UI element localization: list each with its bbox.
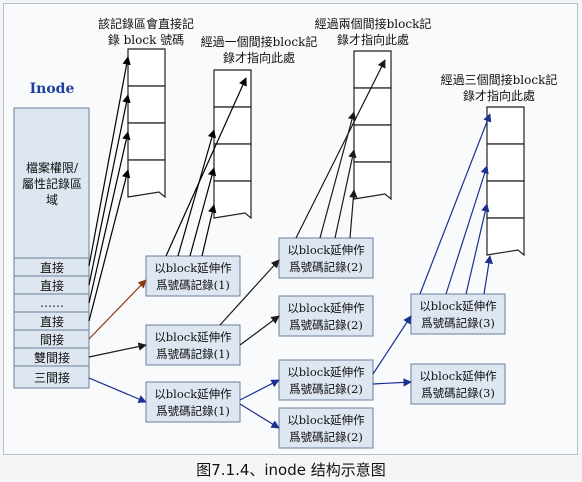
svg-text:以block延伸作: 以block延伸作 (287, 301, 365, 315)
direct-label-line2: 錄 block 號碼 (108, 32, 184, 47)
svg-text:以block延伸作: 以block延伸作 (287, 243, 365, 257)
inode-slot-label-6: 雙間接 (34, 350, 70, 365)
triple-indirect-arrows (88, 113, 493, 429)
record-box-triple-lvl2-a: 以block延伸作 爲號碼記錄(2) (278, 359, 374, 401)
figure-caption: 图7.1.4、inode 结构示意图 (196, 461, 386, 479)
svg-text:爲號碼記錄(1): 爲號碼記錄(1) (156, 278, 230, 292)
single-indirect-label-line2: 錄才指向此處 (223, 50, 295, 65)
record-box-triple-lvl2-b: 以block延伸作 爲號碼記錄(2) (278, 407, 374, 449)
svg-text:以block延伸作: 以block延伸作 (154, 261, 232, 275)
inode-slot-triple-indirect (13, 365, 90, 389)
inode-slots: 直接 直接 …… 直接 間接 雙間接 三間接 (13, 257, 90, 389)
direct-arrows (88, 56, 131, 322)
svg-text:爲號碼記錄(2): 爲號碼記錄(2) (289, 260, 363, 274)
svg-text:爲號碼記錄(2): 爲號碼記錄(2) (289, 430, 363, 444)
inode-slot-label-7: 三間接 (34, 370, 70, 385)
direct-block-stack (127, 48, 166, 199)
record-box-triple-lvl3-a: 以block延伸作 爲號碼記錄(3) (410, 293, 506, 335)
direct-label-line1: 該記錄區會直接記 (98, 16, 194, 31)
record-box-triple-lvl1: 以block延伸作 爲號碼記錄(1) (145, 381, 241, 423)
inode-attribute-area (13, 107, 90, 259)
svg-text:以block延伸作: 以block延伸作 (419, 299, 497, 313)
single-indirect-block-stack (213, 69, 252, 220)
double-indirect-label-line1: 經過兩個間接block記 (315, 16, 432, 31)
triple-indirect-block-stack (486, 106, 525, 257)
double-indirect-label-line2: 錄才指向此處 (337, 32, 409, 47)
svg-text:爲號碼記錄(3): 爲號碼記錄(3) (421, 316, 495, 330)
svg-text:以block延伸作: 以block延伸作 (287, 365, 365, 379)
inode-slot-label-2: 直接 (40, 278, 64, 293)
svg-text:爲號碼記錄(2): 爲號碼記錄(2) (289, 382, 363, 396)
svg-text:爲號碼記錄(2): 爲號碼記錄(2) (289, 318, 363, 332)
record-box-triple-lvl3-b: 以block延伸作 爲號碼記錄(3) (410, 363, 506, 405)
single-indirect-arrows (88, 279, 147, 340)
svg-text:以block延伸作: 以block延伸作 (154, 330, 232, 344)
inode-attr-line1: 檔案權限/ (26, 160, 79, 175)
record-box-double-lvl2-a: 以block延伸作 爲號碼記錄(2) (278, 237, 374, 279)
double-indirect-arrows (88, 59, 386, 358)
triple-indirect-label-line2: 錄才指向此處 (463, 88, 535, 103)
double-indirect-block-stack (353, 50, 392, 201)
inode-slot-label-3: …… (40, 296, 64, 310)
inode-slot-label-1: 直接 (40, 260, 64, 275)
inode-slot-label-5: 間接 (40, 332, 64, 347)
inode-title: Inode (30, 81, 75, 97)
single-indirect-label-line1: 經過一個間接block記 (201, 34, 318, 49)
inode-attr-line3: 域 (46, 193, 58, 207)
svg-text:以block延伸作: 以block延伸作 (287, 413, 365, 427)
svg-text:以block延伸作: 以block延伸作 (154, 387, 232, 401)
inode-diagram: Inode 檔案權限/ 屬性記錄區 域 直接 直接 …… 直接 間接 雙間接 三… (13, 16, 558, 449)
record-box-double-lvl1: 以block延伸作 爲號碼記錄(1) (145, 324, 241, 366)
svg-text:爲號碼記錄(3): 爲號碼記錄(3) (421, 386, 495, 400)
record-box-single-lvl1: 以block延伸作 爲號碼記錄(1) (145, 255, 241, 297)
single-indirect-to-blocks (165, 77, 247, 257)
record-box-double-lvl2-b: 以block延伸作 爲號碼記錄(2) (278, 295, 374, 337)
inode-slot-label-4: 直接 (40, 314, 64, 329)
svg-text:爲號碼記錄(1): 爲號碼記錄(1) (156, 347, 230, 361)
svg-text:以block延伸作: 以block延伸作 (419, 369, 497, 383)
svg-text:爲號碼記錄(1): 爲號碼記錄(1) (156, 404, 230, 418)
inode-attr-line2: 屬性記錄區 (22, 176, 82, 191)
triple-indirect-label-line1: 經過三個間接block記 (441, 72, 558, 87)
